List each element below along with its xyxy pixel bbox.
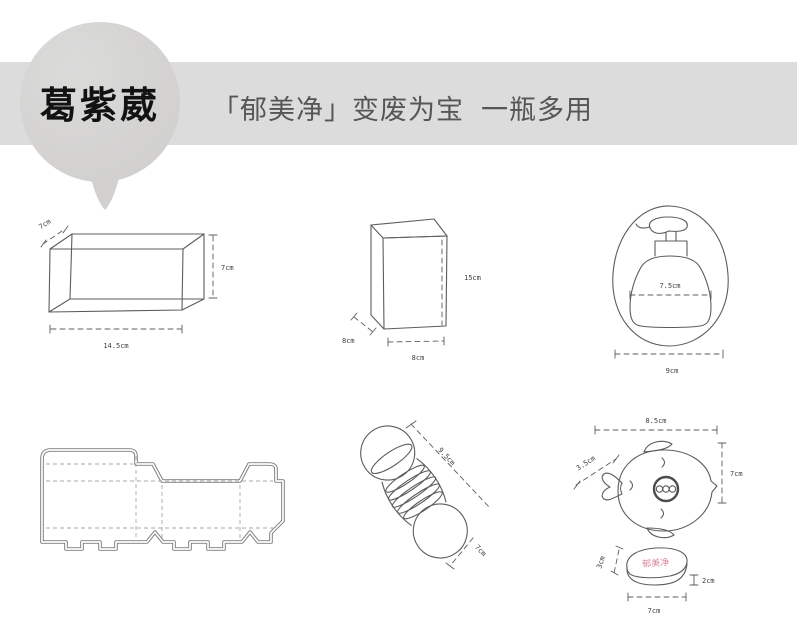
dim-label-thickness-edge: 2cm xyxy=(702,577,715,585)
page-title: 「郁美净」变废为宝 一瓶多用 xyxy=(212,95,594,125)
pump-bottle-sketch: 7.5cm 9cm xyxy=(612,205,729,375)
dim-label-tail: 3.5cm xyxy=(575,454,597,472)
fish-dish-sketch: 8.5cm 7cm 3.5cm xyxy=(573,417,743,539)
soap-brand-text: 郁美净 xyxy=(642,556,670,569)
soap-bar-sketch: 郁美净 3cm 2cm 7cm xyxy=(595,545,715,615)
dim-label-thickness-top: 3cm xyxy=(595,555,607,570)
dim-label-length: 9.5cm xyxy=(436,446,456,467)
dieline-sketch xyxy=(40,448,285,551)
dim-label-base-width: 9cm xyxy=(666,367,679,375)
tall-box-sketch: 15cm 8cm 8cm xyxy=(342,218,481,362)
author-name: 葛紫葳 xyxy=(40,85,160,126)
dim-label-width: 8cm xyxy=(412,354,425,362)
dim-label-body-width: 7.5cm xyxy=(659,282,680,290)
author-bubble: 葛紫葳 xyxy=(20,22,180,182)
dim-label-soap-width: 7cm xyxy=(648,607,661,615)
dim-label-fish-width: 8.5cm xyxy=(645,417,666,425)
outer-box-sketch: 7cm 7cm 14.5cm xyxy=(37,218,234,350)
dim-label-height: 15cm xyxy=(464,274,481,282)
dim-label-fish-height: 7cm xyxy=(730,470,743,478)
roller-sketch: 9.5cm 7cm xyxy=(360,420,491,570)
dim-label-depth: 8cm xyxy=(342,337,355,345)
dim-label-width: 14.5cm xyxy=(103,342,128,350)
speech-bubble-tail xyxy=(90,174,120,210)
dim-label-diameter: 7cm xyxy=(473,543,487,558)
dim-label-depth: 7cm xyxy=(37,218,52,232)
dim-label-height: 7cm xyxy=(221,264,234,272)
